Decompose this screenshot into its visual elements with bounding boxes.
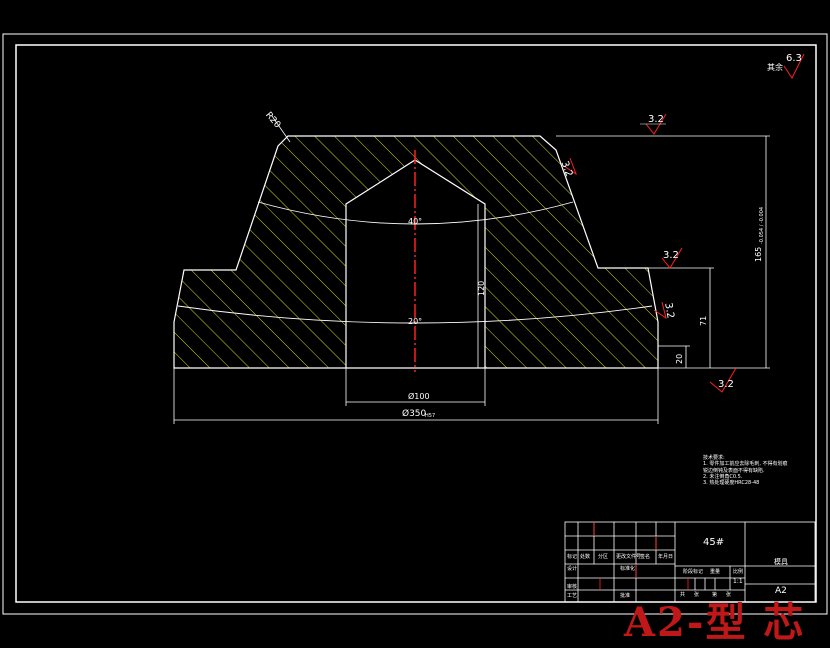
dim-165-tolerance: -0.054 / -0.004 — [759, 206, 765, 244]
title-block-name: 模具 — [774, 558, 788, 566]
roughness-symbol-bottom — [709, 367, 737, 393]
watermark-text: A2-型 芯 — [624, 599, 806, 646]
title-block-material: 45# — [703, 537, 725, 548]
dim-71: 71 — [699, 315, 708, 326]
dim-angle-20: 20° — [408, 317, 423, 326]
notes-heading: 技术要求: — [703, 455, 725, 461]
notes-line: 2. 未注倒角C0.5. — [703, 473, 743, 480]
tb-sheet-label: 第 — [712, 592, 718, 598]
dim-d350: Ø350 — [402, 409, 427, 419]
tb-row-label: 更改文件号 — [616, 554, 642, 560]
roughness-symbol-top — [640, 113, 667, 135]
tb-sheet-label: 张 — [694, 592, 700, 598]
title-block-scale: 1:1 — [733, 578, 743, 585]
dim-20: 20 — [675, 353, 684, 364]
title-block-drawing-no: A2 — [775, 586, 787, 596]
title-block — [564, 521, 816, 603]
roughness-lower-slope-value: 3.2 — [662, 301, 676, 320]
dim-d100: Ø100 — [408, 392, 430, 401]
roughness-general-value: 6.3 — [786, 53, 802, 64]
inner-frame — [15, 44, 817, 603]
tb-left-label: 设计 — [567, 566, 578, 572]
roughness-general-label: 其余 — [767, 63, 783, 72]
tb-mid-label: 标准化 — [620, 566, 636, 572]
tb-stage-label: 阶段标记 — [683, 569, 704, 575]
angle-arc-20 — [177, 305, 653, 324]
roughness-symbol-step — [661, 247, 683, 269]
outer-frame — [2, 33, 828, 615]
roughness-bottom-value: 3.2 — [718, 379, 734, 390]
tb-row-label: 标记 — [567, 554, 578, 560]
title-block-red-strokes — [593, 522, 689, 590]
tb-left-label: 审核 — [567, 584, 578, 590]
dim-angle-40: 40° — [408, 217, 423, 226]
dim-120: 120 — [477, 280, 486, 296]
tb-row-label: 处数 — [580, 554, 591, 560]
roughness-symbol-lower-slope — [653, 301, 667, 320]
tb-row-label: 分区 — [598, 554, 609, 560]
roughness-symbol-slope — [563, 157, 578, 176]
notes-line: 锐边倒钝及表面不得有缺陷. — [703, 467, 765, 474]
technical-notes: 技术要求: 1. 零件加工前应去除毛刺, 不得有划痕 锐边倒钝及表面不得有缺陷.… — [703, 455, 788, 486]
tb-left-label: 工艺 — [567, 593, 578, 599]
r20-leader — [271, 115, 291, 143]
roughness-step-value: 3.2 — [663, 250, 679, 261]
tb-row-label: 年月日 — [658, 554, 674, 560]
roughness-top-value: 3.2 — [648, 114, 664, 125]
roughness-symbol-general — [783, 53, 805, 79]
tb-row-label: 签名 — [640, 554, 651, 560]
tb-sheet-label: 张 — [726, 592, 732, 598]
tb-stage-label: 重量 — [710, 569, 721, 575]
angle-arc-40 — [257, 201, 574, 225]
tb-mid-label: 批准 — [620, 593, 631, 599]
dim-165: 165 — [754, 246, 763, 262]
tb-stage-label: 比例 — [733, 569, 744, 575]
notes-line: 1. 零件加工前应去除毛刺, 不得有划痕 — [703, 461, 788, 468]
notes-line: 3. 热处理硬度HRC28-48 — [703, 480, 760, 486]
tb-sheet-label: 共 — [680, 592, 686, 598]
dim-d350-tolerance: H57 — [425, 413, 436, 419]
